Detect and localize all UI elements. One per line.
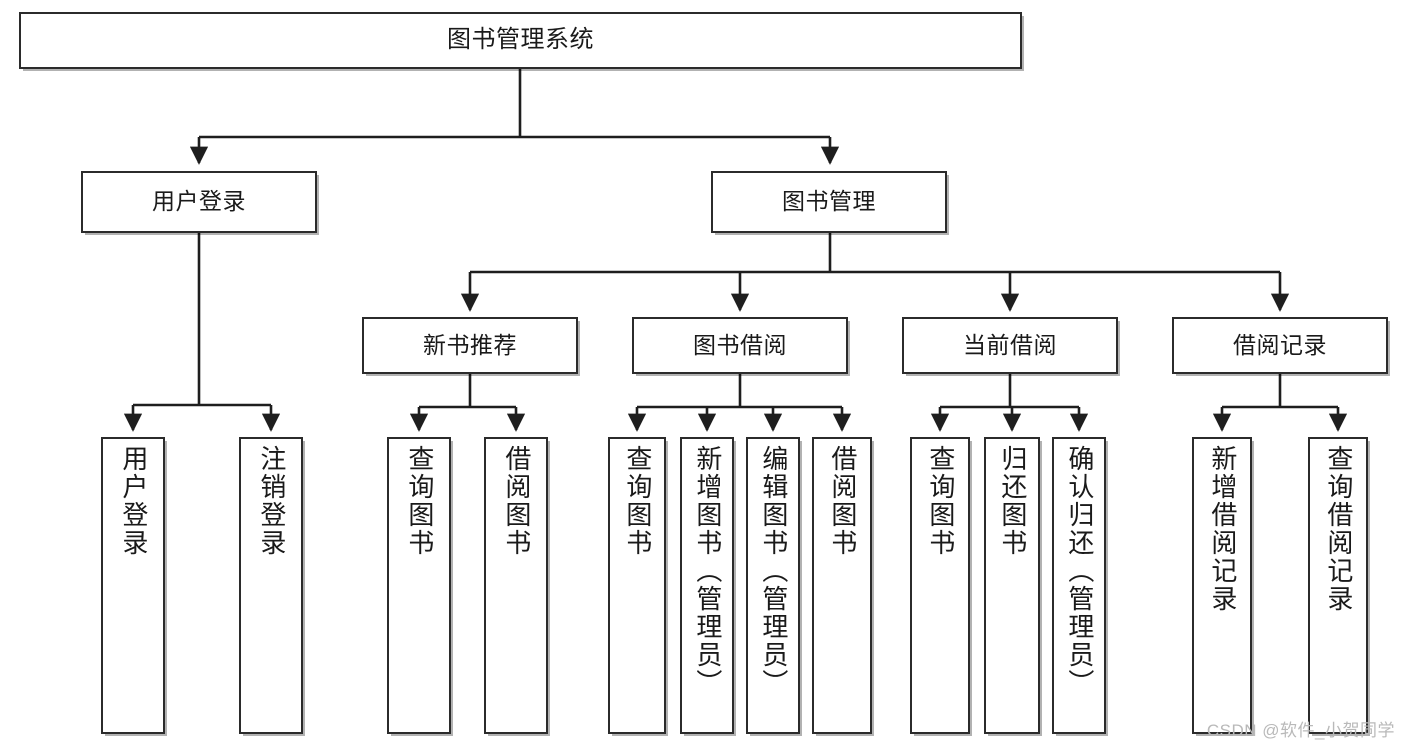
node-borrow-record-label: 借阅记录: [1233, 331, 1327, 358]
node-leaf-edit-book-admin-label: 编辑图书（管理员）: [758, 445, 789, 697]
node-book-borrow[interactable]: 图书借阅: [632, 317, 848, 374]
node-current-borrow-label: 当前借阅: [963, 331, 1057, 358]
node-leaf-add-borrow-record[interactable]: 新增借阅记录: [1192, 437, 1252, 734]
node-leaf-logout-login-label: 注销登录: [256, 445, 287, 557]
node-leaf-return-book[interactable]: 归还图书: [984, 437, 1040, 734]
node-leaf-add-book-admin[interactable]: 新增图书（管理员）: [680, 437, 734, 734]
node-book-manage[interactable]: 图书管理: [711, 171, 947, 233]
node-root[interactable]: 图书管理系统: [19, 12, 1022, 69]
node-leaf-confirm-return-label: 确认归还（管理员）: [1064, 445, 1095, 697]
node-user-login-label: 用户登录: [152, 188, 246, 215]
node-leaf-confirm-return[interactable]: 确认归还（管理员）: [1052, 437, 1106, 734]
node-leaf-query-book-3-label: 查询图书: [925, 445, 956, 557]
node-new-book-recommend[interactable]: 新书推荐: [362, 317, 578, 374]
watermark-text: CSDN @软件_小贺同学: [1206, 721, 1395, 740]
node-leaf-add-book-admin-label: 新增图书（管理员）: [692, 445, 723, 697]
node-book-manage-label: 图书管理: [782, 188, 876, 215]
node-leaf-borrow-book-1[interactable]: 借阅图书: [484, 437, 548, 734]
node-leaf-return-book-label: 归还图书: [997, 445, 1028, 557]
node-leaf-query-borrow-record-label: 查询借阅记录: [1323, 445, 1354, 613]
node-leaf-borrow-book-2[interactable]: 借阅图书: [812, 437, 872, 734]
node-leaf-query-borrow-record[interactable]: 查询借阅记录: [1308, 437, 1368, 734]
node-leaf-logout-login[interactable]: 注销登录: [239, 437, 303, 734]
node-leaf-user-login[interactable]: 用户登录: [101, 437, 165, 734]
node-leaf-add-borrow-record-label: 新增借阅记录: [1207, 445, 1238, 613]
node-leaf-query-book-2[interactable]: 查询图书: [608, 437, 666, 734]
node-leaf-borrow-book-1-label: 借阅图书: [501, 445, 532, 557]
node-leaf-user-login-label: 用户登录: [118, 445, 149, 557]
node-leaf-query-book-3[interactable]: 查询图书: [910, 437, 970, 734]
node-leaf-borrow-book-2-label: 借阅图书: [827, 445, 858, 557]
node-leaf-query-book-1-label: 查询图书: [404, 445, 435, 557]
node-user-login[interactable]: 用户登录: [81, 171, 317, 233]
node-book-borrow-label: 图书借阅: [693, 331, 787, 358]
node-leaf-query-book-1[interactable]: 查询图书: [387, 437, 451, 734]
node-leaf-edit-book-admin[interactable]: 编辑图书（管理员）: [746, 437, 800, 734]
node-leaf-query-book-2-label: 查询图书: [622, 445, 653, 557]
node-root-label: 图书管理系统: [447, 26, 594, 54]
node-borrow-record[interactable]: 借阅记录: [1172, 317, 1388, 374]
node-current-borrow[interactable]: 当前借阅: [902, 317, 1118, 374]
node-new-book-recommend-label: 新书推荐: [423, 331, 517, 358]
